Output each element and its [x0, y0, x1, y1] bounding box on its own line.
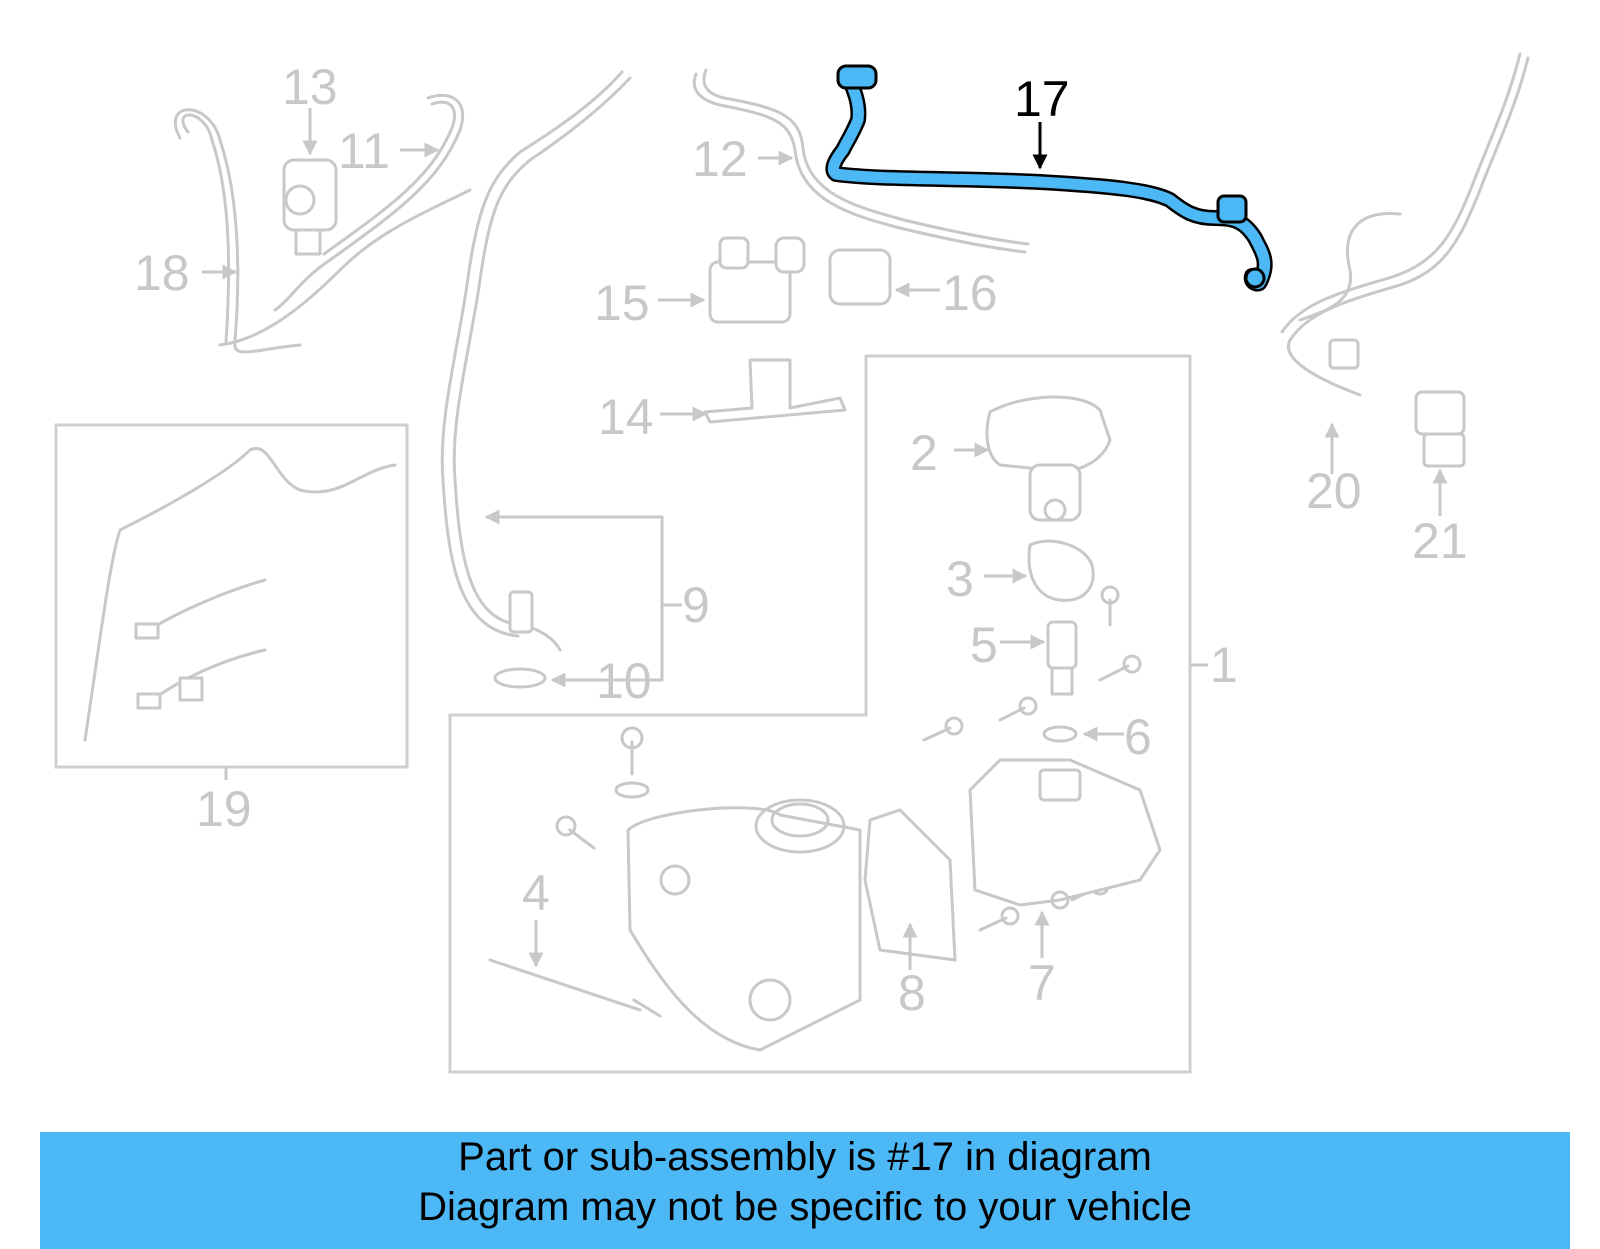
banner-line-1: Part or sub-assembly is #17 in diagram	[458, 1135, 1152, 1179]
part-14-bracket	[703, 358, 847, 424]
part-11-hose	[273, 93, 465, 312]
part-20-hoses	[1280, 52, 1530, 397]
label-9: 9	[682, 577, 710, 633]
banner-line-2: Diagram may not be specific to your vehi…	[418, 1185, 1192, 1229]
label-7: 7	[1028, 955, 1056, 1011]
oring-small	[614, 781, 650, 799]
part-5-sensor	[1046, 620, 1078, 696]
label-2: 2	[910, 425, 938, 481]
label-3: 3	[946, 551, 974, 607]
label-19: 19	[196, 781, 252, 837]
part-12-pipe	[692, 68, 1030, 254]
leader-lines	[202, 108, 1448, 970]
part-6-oring	[1042, 725, 1078, 743]
part-16-connector	[828, 248, 892, 306]
label-16: 16	[942, 265, 998, 321]
label-8: 8	[898, 965, 926, 1021]
label-15: 15	[594, 275, 650, 331]
label-1: 1	[1210, 637, 1238, 693]
part-2-actuator	[985, 395, 1112, 522]
part-19-harness	[83, 446, 397, 742]
label-10: 10	[596, 653, 652, 709]
label-6: 6	[1124, 709, 1152, 765]
assembly-19-box	[54, 423, 409, 769]
label-14: 14	[598, 389, 654, 445]
part-21-valve	[1414, 390, 1466, 468]
part-4-cooler	[488, 798, 862, 1052]
part-15-valve	[708, 236, 806, 324]
part-8-gasket	[863, 808, 957, 962]
label-17: 17	[1014, 71, 1070, 127]
label-5: 5	[970, 617, 998, 673]
part-labels: 13 11 12 17 18 15 16 14 2 20 21 3 9 5 1 …	[134, 59, 1468, 1021]
label-13: 13	[282, 59, 338, 115]
info-banner: Part or sub-assembly is #17 in diagram D…	[40, 1132, 1570, 1249]
part-7-housing	[968, 758, 1162, 910]
assembly-1-box	[448, 354, 1192, 1074]
part-17-hose-highlighted	[825, 64, 1273, 292]
part-3-gasket	[1027, 539, 1095, 602]
part-9-pipe	[218, 70, 632, 652]
part-18-hose	[173, 108, 302, 354]
label-18: 18	[134, 245, 190, 301]
label-21: 21	[1412, 513, 1468, 569]
part-10-oring	[493, 667, 547, 689]
part-13-valve	[282, 158, 338, 256]
label-4: 4	[522, 865, 550, 921]
label-11: 11	[338, 123, 390, 179]
label-12: 12	[692, 131, 748, 187]
label-20: 20	[1306, 463, 1362, 519]
